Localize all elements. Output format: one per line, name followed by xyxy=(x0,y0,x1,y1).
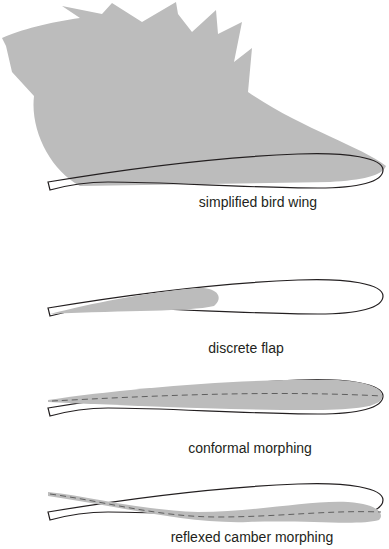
flap-airfoil xyxy=(48,280,383,316)
caption-label: reflexed camber morphing xyxy=(169,529,336,545)
caption-label: discrete flap xyxy=(206,340,285,356)
conformal-airfoil xyxy=(48,380,383,416)
caption-label: conformal morphing xyxy=(186,440,314,456)
bird-wing xyxy=(2,2,386,190)
caption-label: simplified bird wing xyxy=(197,194,319,210)
reflexed-airfoil xyxy=(48,484,383,523)
